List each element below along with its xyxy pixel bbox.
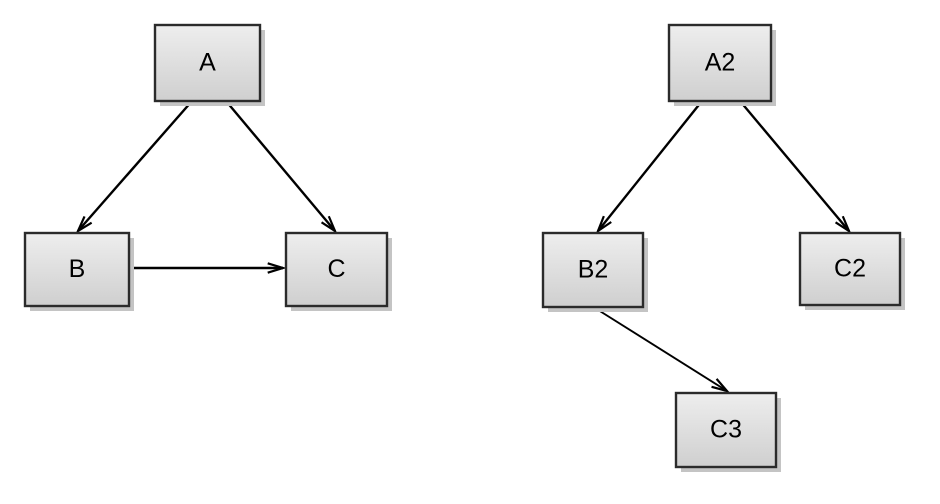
edges-layer [75, 100, 852, 393]
node-label: C3 [710, 416, 742, 444]
edge-arrowhead [711, 378, 731, 393]
edge-arrowhead [267, 262, 287, 274]
edge-line [225, 100, 336, 232]
node-box[interactable] [674, 391, 778, 469]
node-a2[interactable]: A2 [667, 23, 776, 106]
node-label: A2 [705, 49, 736, 77]
edge-line [739, 100, 850, 232]
node-box[interactable] [23, 231, 131, 308]
node-label: A [199, 49, 216, 77]
node-box[interactable] [153, 23, 262, 103]
node-label: B2 [578, 256, 609, 284]
edge-a-to-c[interactable] [225, 100, 338, 234]
edge-arrowhead [834, 215, 852, 234]
edge-a2-to-b2[interactable] [595, 100, 703, 234]
edge-a2-to-c2[interactable] [739, 100, 852, 234]
node-box[interactable] [284, 231, 389, 308]
node-c2[interactable]: C2 [798, 231, 905, 310]
node-b[interactable]: B [23, 231, 134, 311]
node-label: B [69, 255, 86, 283]
edge-b-to-c[interactable] [130, 262, 287, 274]
node-c[interactable]: C [284, 231, 392, 311]
node-box[interactable] [541, 231, 645, 309]
node-b2[interactable]: B2 [541, 231, 648, 312]
node-box[interactable] [667, 23, 773, 103]
node-label: C [327, 255, 345, 283]
node-label: C2 [834, 255, 866, 283]
edge-line [594, 307, 728, 392]
edge-b2-to-c3[interactable] [594, 307, 731, 393]
edge-arrowhead [75, 215, 93, 234]
node-a[interactable]: A [153, 23, 265, 106]
edge-arrowhead [320, 215, 338, 234]
edge-arrowhead [595, 215, 612, 234]
edge-line [77, 100, 193, 232]
edge-a-to-b[interactable] [75, 100, 193, 234]
node-c3[interactable]: C3 [674, 391, 781, 472]
edge-line [597, 100, 703, 232]
node-box[interactable] [798, 231, 902, 307]
